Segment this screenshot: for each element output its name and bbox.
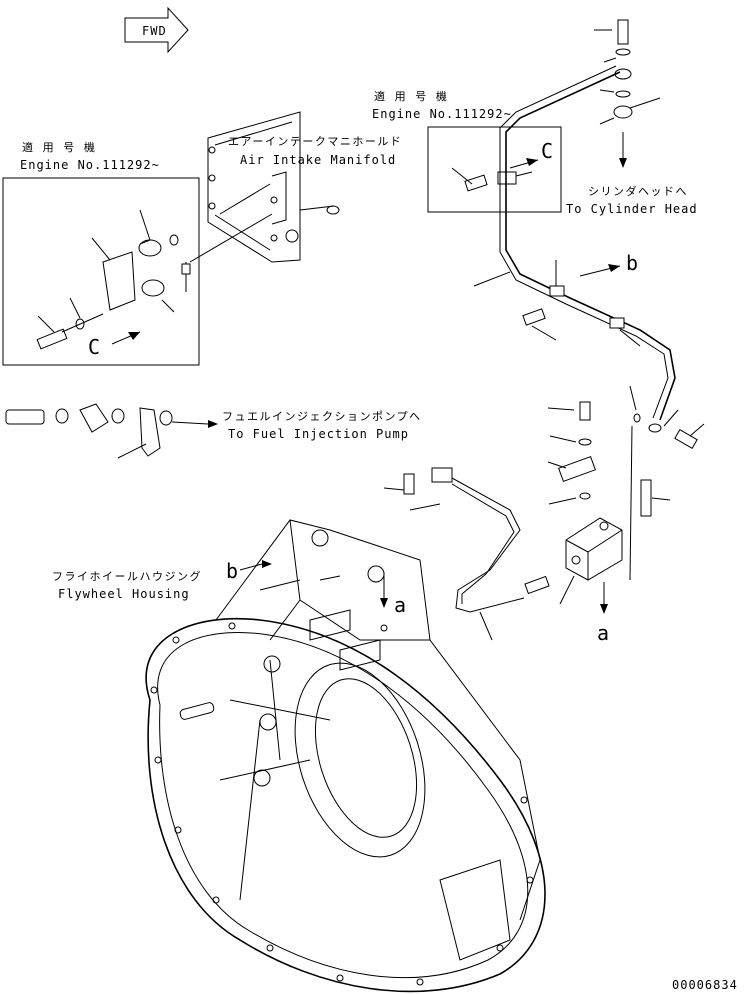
air-intake-label-en: Air Intake Manifold: [240, 153, 396, 167]
air-intake-label-jp: エアーインテークマニホールド: [228, 135, 402, 148]
fwd-arrow: FWD: [124, 6, 189, 54]
applicable-label-top: 適 用 号 機: [374, 89, 448, 103]
ref-c-top: C: [541, 139, 553, 163]
fuel-pump-label-en: To Fuel Injection Pump: [228, 427, 409, 441]
applicable-label-left: 適 用 号 機: [22, 140, 96, 154]
tube-assembly: シリンダヘッドへ To Cylinder Head b: [473, 19, 705, 645]
ref-a-housing: a: [394, 593, 406, 617]
ref-c-left: C: [88, 335, 100, 359]
left-applicability-box: 適 用 号 機 Engine No.111292~ C: [2, 140, 200, 366]
cylinder-head-label-en: To Cylinder Head: [566, 202, 698, 216]
fuel-pump-parts: フュエルインジェクションポンプへ To Fuel Injection Pump: [5, 403, 422, 459]
flywheel-label-jp: フライホイールハウジング: [52, 569, 202, 583]
top-applicability-box: 適 用 号 機 Engine No.111292~ C: [372, 89, 562, 213]
engine-no-top: Engine No.111292~: [372, 107, 512, 121]
drawing-number: 00006834: [672, 978, 738, 992]
ref-a-right: a: [597, 621, 609, 645]
ref-b-top: b: [626, 251, 638, 275]
engine-no-left: Engine No.111292~: [20, 158, 160, 172]
fwd-label: FWD: [142, 24, 167, 38]
cylinder-head-label-jp: シリンダヘッドへ: [588, 184, 688, 198]
sender-harness: a: [380, 467, 550, 641]
flywheel-label-en: Flywheel Housing: [58, 587, 190, 601]
air-intake-manifold: エアーインテークマニホールド Air Intake Manifold: [189, 111, 402, 263]
fuel-pump-label-jp: フュエルインジェクションポンプへ: [222, 410, 422, 423]
flywheel-housing: フライホイールハウジング Flywheel Housing b: [52, 519, 546, 993]
ref-b-flywheel: b: [226, 559, 238, 583]
